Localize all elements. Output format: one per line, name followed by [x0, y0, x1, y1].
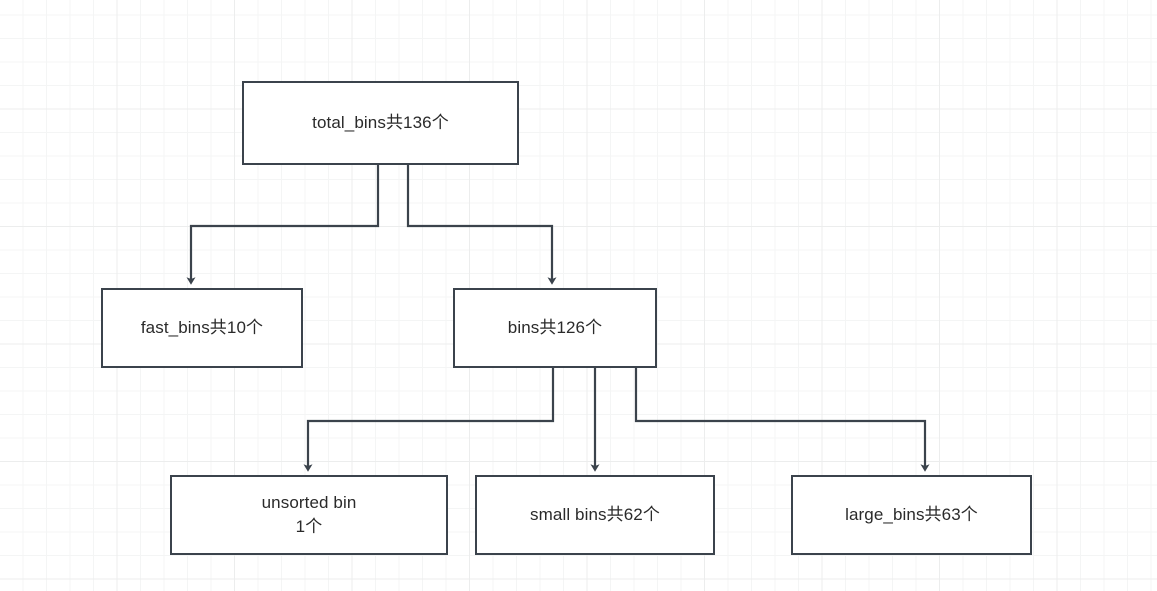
- edge-total_bins-to-fast_bins: [186, 165, 380, 285]
- node-unsorted-bin[interactable]: unsorted bin 1个: [170, 475, 448, 555]
- node-large-bins[interactable]: large_bins共63个: [791, 475, 1032, 555]
- node-bins[interactable]: bins共126个: [453, 288, 657, 368]
- edge-bins-to-large_bins: [634, 368, 930, 472]
- node-total-bins[interactable]: total_bins共136个: [242, 81, 519, 165]
- edge-total_bins-to-bins: [406, 165, 557, 285]
- edge-bins-to-unsorted_bin: [303, 368, 555, 472]
- node-small-bins[interactable]: small bins共62个: [475, 475, 715, 555]
- node-fast-bins[interactable]: fast_bins共10个: [101, 288, 303, 368]
